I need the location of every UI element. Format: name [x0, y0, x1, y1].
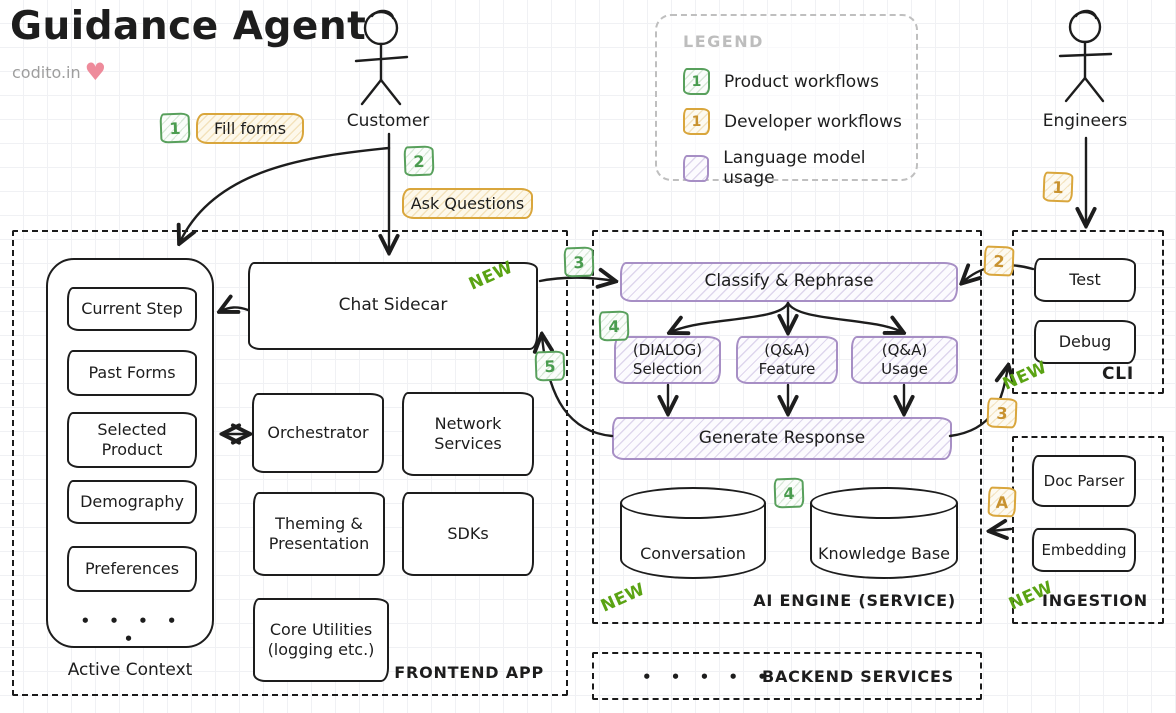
selected-product-box: Selected Product	[67, 412, 197, 468]
core-utilities-box: Core Utilities (logging etc.)	[253, 598, 389, 682]
network-services-box: Network Services	[402, 392, 534, 476]
past-forms-box: Past Forms	[67, 350, 197, 396]
fill-forms-label: Fill forms	[196, 113, 304, 144]
customer-label: Customer	[346, 111, 430, 131]
badge-dev-1: 1	[1042, 171, 1074, 203]
debug-box: Debug	[1034, 320, 1136, 364]
page-title: Guidance Agent	[10, 4, 367, 49]
qa-usage-box: (Q&A) Usage	[851, 336, 958, 384]
branch-name: Selection	[632, 360, 703, 378]
generate-response-box: Generate Response	[612, 417, 952, 460]
legend-purple-square-icon	[683, 154, 710, 182]
ai-engine-title: AI ENGINE (SERVICE)	[753, 591, 956, 610]
classify-rephrase-box: Classify & Rephrase	[620, 262, 958, 302]
credit-text: codito.in	[12, 62, 81, 82]
legend-item-label: Product workflows	[724, 71, 879, 92]
badge-dev-a: A	[987, 486, 1017, 518]
ingestion-title: INGESTION	[1042, 591, 1148, 610]
badge-dev-3: 3	[986, 397, 1018, 429]
orchestrator-box: Orchestrator	[252, 393, 384, 473]
current-step-box: Current Step	[67, 287, 197, 331]
credit: codito.in ♥	[12, 60, 106, 84]
embedding-box: Embedding	[1032, 528, 1136, 572]
backend-services-container: BACKEND SERVICES • • • • •	[592, 652, 982, 700]
cli-container: CLI	[1012, 230, 1164, 394]
heart-icon: ♥	[84, 58, 107, 86]
badge-stores-4: 4	[773, 477, 805, 509]
conversation-label: Conversation	[640, 544, 746, 563]
frontend-app-title: FRONTEND APP	[394, 663, 544, 682]
active-context-label: Active Context	[67, 660, 193, 680]
branch-tag: (DIALOG)	[632, 341, 703, 360]
engineers-figure	[1058, 9, 1113, 103]
legend-item-developer: 1 Developer workflows	[683, 108, 902, 135]
theming-presentation-box: Theming & Presentation	[253, 492, 385, 576]
badge-step-1: 1	[159, 112, 191, 144]
backend-services-title: BACKEND SERVICES	[762, 667, 954, 686]
sdks-box: SDKs	[402, 492, 534, 576]
ask-questions-label: Ask Questions	[402, 188, 533, 219]
engineers-label: Engineers	[1042, 111, 1128, 131]
arrow-customer-to-active-context	[180, 146, 391, 242]
cylinder-top	[620, 487, 766, 519]
test-box: Test	[1034, 258, 1136, 302]
branch-name: Feature	[758, 360, 816, 378]
badge-step-4: 4	[598, 310, 630, 342]
chat-sidecar-label: Chat Sidecar	[338, 295, 448, 316]
badge-step-5: 5	[534, 350, 566, 382]
legend: LEGEND 1 Product workflows 1 Developer w…	[655, 14, 918, 188]
badge-dev-2: 2	[983, 245, 1015, 277]
demography-box: Demography	[67, 480, 197, 524]
legend-item-product: 1 Product workflows	[683, 68, 879, 95]
qa-feature-box: (Q&A) Feature	[736, 336, 838, 384]
badge-step-3: 3	[563, 246, 595, 278]
legend-item-label: Developer workflows	[724, 111, 902, 132]
branch-tag: (Q&A)	[764, 341, 810, 360]
chat-sidecar-box: Chat Sidecar	[248, 262, 538, 350]
legend-item-label: Language model usage	[723, 148, 866, 188]
cli-title: CLI	[1101, 364, 1134, 384]
cylinder-top	[810, 487, 958, 519]
legend-green-square-icon: 1	[683, 68, 710, 95]
arrow-ingestion-to-ai-engine	[991, 529, 1013, 531]
knowledge-base-store: Knowledge Base	[810, 487, 958, 579]
conversation-store: Conversation	[620, 487, 766, 579]
badge-step-2: 2	[403, 145, 435, 177]
preferences-box: Preferences	[67, 546, 197, 592]
doc-parser-box: Doc Parser	[1032, 455, 1136, 507]
dialog-selection-box: (DIALOG) Selection	[614, 336, 721, 384]
knowledge-base-label: Knowledge Base	[818, 544, 950, 563]
legend-title: LEGEND	[683, 32, 764, 51]
legend-item-language-model: Language model usage	[683, 148, 916, 188]
branch-tag: (Q&A)	[881, 341, 928, 360]
ingestion-container: INGESTION	[1012, 436, 1164, 624]
legend-yellow-square-icon: 1	[683, 108, 710, 135]
branch-name: Usage	[881, 360, 928, 378]
backend-dots: • • • • •	[642, 668, 774, 686]
active-context-panel: Current Step Past Forms Selected Product…	[46, 258, 214, 648]
more-items-dots: • • • • •	[80, 612, 184, 648]
